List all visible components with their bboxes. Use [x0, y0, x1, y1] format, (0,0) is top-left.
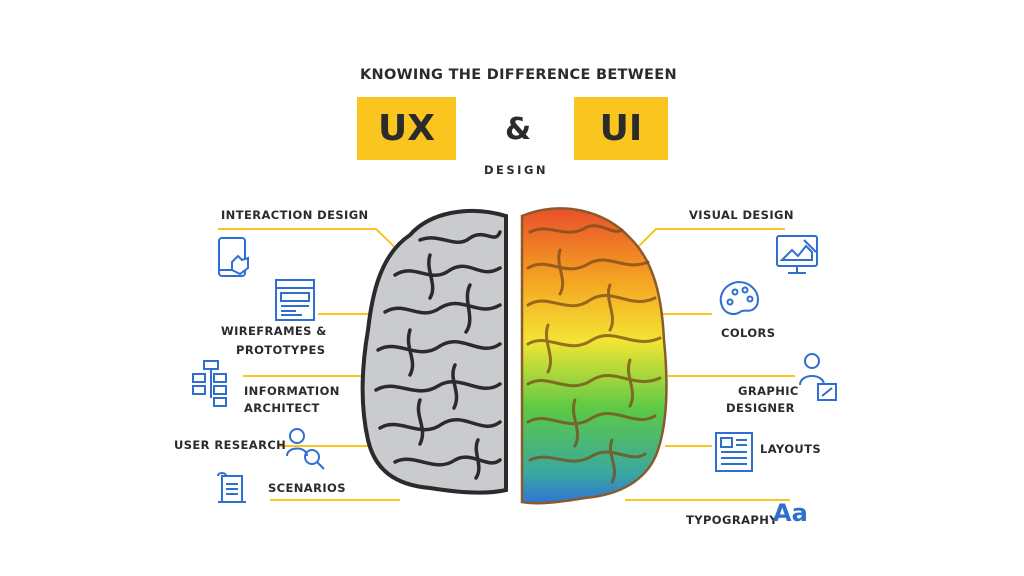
monitor-paint-icon — [776, 235, 818, 274]
user-search-icon — [286, 428, 325, 470]
layout-icon — [715, 432, 753, 472]
document-scroll-icon — [217, 472, 246, 503]
tablet-touch-icon — [218, 237, 249, 277]
wireframe-icon — [275, 279, 315, 321]
right-hemisphere — [520, 207, 668, 505]
label-layouts: LAYOUTS — [760, 442, 822, 456]
subtitle: DESIGN — [484, 163, 549, 177]
label-prototypes: PROTOTYPES — [236, 343, 326, 357]
left-hemisphere — [360, 208, 508, 495]
label-interaction-design: INTERACTION DESIGN — [221, 208, 369, 222]
label-colors: COLORS — [721, 326, 776, 340]
ui-badge: UI — [574, 97, 668, 160]
designer-icon — [799, 353, 837, 401]
typography-icon: Aa — [773, 499, 808, 527]
label-user-research: USER RESEARCH — [174, 438, 287, 452]
palette-icon — [719, 280, 759, 315]
ampersand: & — [505, 112, 532, 147]
label-visual-design: VISUAL DESIGN — [689, 208, 794, 222]
label-wireframes: WIREFRAMES & — [221, 324, 327, 338]
label-information: INFORMATION — [244, 384, 340, 398]
label-graphic: GRAPHIC — [738, 384, 799, 398]
label-typography: TYPOGRAPHY — [686, 513, 778, 527]
label-architect: ARCHITECT — [244, 401, 320, 415]
label-scenarios: SCENARIOS — [268, 481, 346, 495]
sitemap-icon — [192, 360, 227, 407]
ux-badge: UX — [357, 97, 456, 160]
page-title: KNOWING THE DIFFERENCE BETWEEN — [360, 67, 677, 83]
label-designer: DESIGNER — [726, 401, 795, 415]
